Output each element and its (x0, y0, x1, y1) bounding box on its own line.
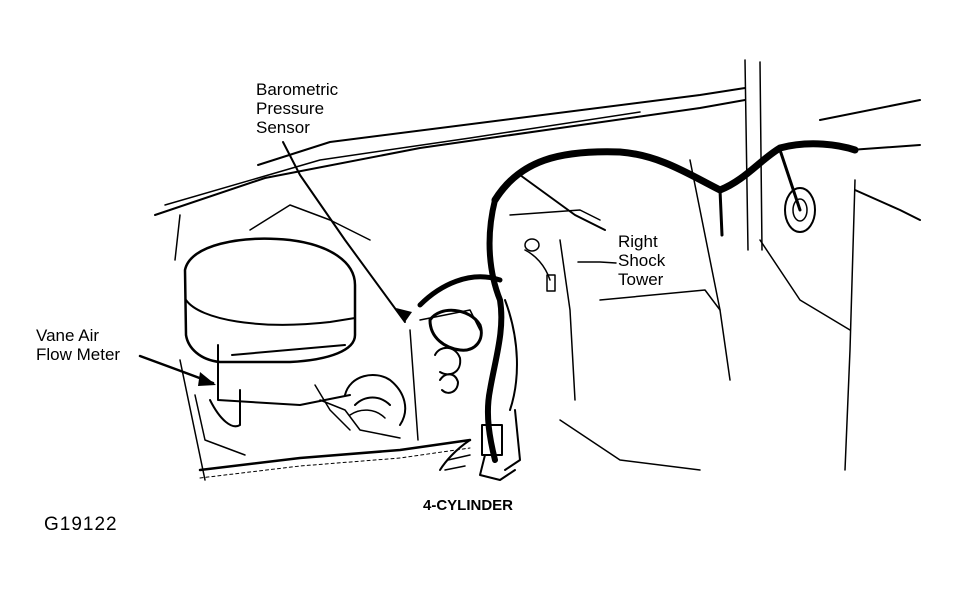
baro-label-line-3: Sensor (256, 118, 310, 137)
vane-air-flow-meter-label: Vane Air Flow Meter (36, 326, 120, 364)
leader-lines (138, 141, 617, 386)
wiring-harness (417, 140, 859, 471)
vane-label-line-1: Vane Air (36, 326, 100, 345)
air-cleaner-housing (174, 204, 371, 456)
engine-caption: 4-CYLINDER (423, 497, 514, 514)
lower-structure (179, 309, 481, 481)
shock-label-line-3: Tower (618, 270, 664, 289)
baro-label-line-2: Pressure (256, 99, 325, 118)
right-shock-tower-label: Right Shock Tower (618, 232, 665, 289)
shock-label-line-1: Right (618, 232, 658, 251)
shock-tower (509, 174, 816, 471)
barometric-pressure-sensor-label: Barometric Pressure Sensor (256, 80, 338, 137)
baro-leader-line (282, 141, 406, 323)
shock-leader-line (577, 261, 617, 264)
figure-id: G19122 (44, 514, 118, 535)
baro-label-line-1: Barometric (256, 80, 339, 99)
intake-hose (319, 374, 407, 439)
sensor-components (428, 308, 516, 481)
vane-leader-arrow (198, 372, 216, 386)
vane-label-line-2: Flow Meter (36, 345, 121, 364)
baro-leader-arrow (396, 308, 412, 322)
shock-label-line-2: Shock (618, 251, 666, 270)
